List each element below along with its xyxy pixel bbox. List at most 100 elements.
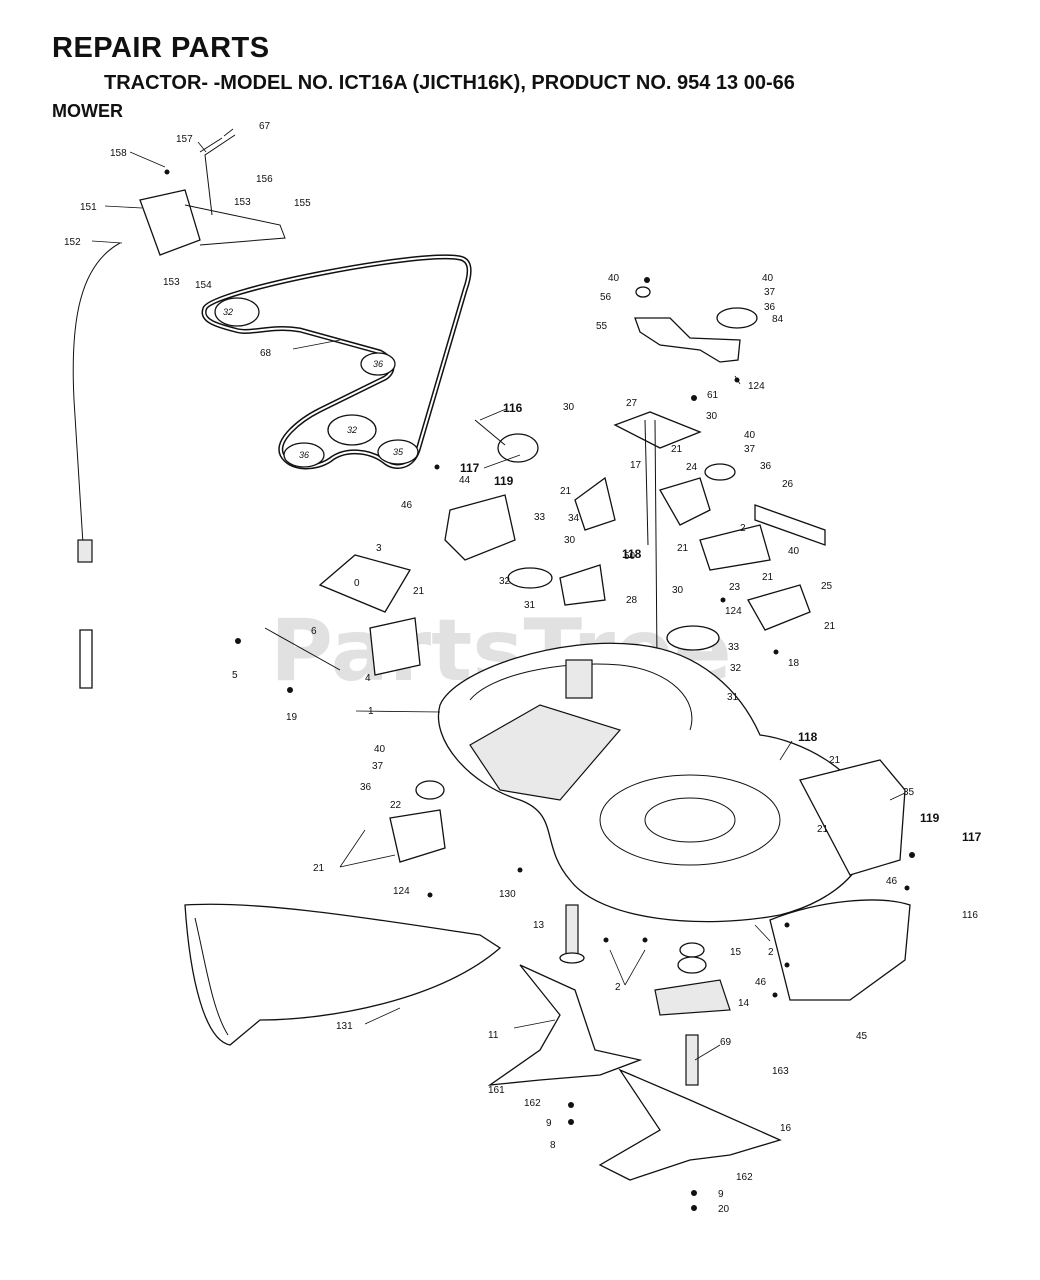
callout: 27: [626, 398, 638, 409]
upper-bracket-assembly: [613, 286, 826, 661]
callout: 84: [772, 314, 784, 325]
callout: 2: [615, 982, 621, 993]
callout: 34: [568, 513, 580, 524]
callout: 21: [677, 543, 689, 554]
fasteners: [164, 169, 915, 1211]
callout: 2: [740, 523, 746, 534]
callout: 1: [368, 706, 374, 717]
left-idler-group: [389, 780, 446, 863]
callout: 40: [374, 744, 386, 755]
callout: 157: [176, 134, 193, 145]
pulley-label: 32: [347, 425, 357, 435]
callout: 40: [762, 273, 774, 284]
belt-pulleys: 32 36 32 36 35: [214, 297, 419, 468]
callout: 24: [686, 462, 698, 473]
callout: 21: [413, 586, 425, 597]
callout: 32: [499, 576, 511, 587]
callout: 21: [762, 572, 774, 583]
pulley-label: 35: [393, 447, 404, 457]
callout: 21: [824, 621, 836, 632]
callout: 46: [755, 977, 767, 988]
callout: 158: [110, 148, 127, 159]
callout: 117: [962, 830, 982, 844]
callout: 2: [768, 947, 774, 958]
callout: 18: [788, 658, 800, 669]
callout: 40: [744, 430, 756, 441]
section-label: MOWER: [52, 101, 123, 121]
callout: 32: [730, 663, 742, 674]
callout: 30: [564, 535, 576, 546]
lift-lever-assembly: [72, 134, 286, 689]
callout: 118: [798, 730, 818, 744]
callout: 68: [260, 348, 272, 359]
callout: 21: [560, 486, 572, 497]
callout: 154: [195, 280, 212, 291]
callout: 31: [524, 600, 536, 611]
callout: 19: [286, 712, 298, 723]
callout: 117: [460, 461, 480, 475]
callout: 36: [760, 461, 772, 472]
callout: 23: [729, 582, 741, 593]
callout: 37: [372, 761, 384, 772]
callout: 4: [365, 673, 371, 684]
callout: 40: [788, 546, 800, 557]
callout: 119: [920, 811, 940, 825]
callout: 153: [234, 197, 251, 208]
callout: 17: [630, 460, 642, 471]
callout: 30: [563, 402, 575, 413]
callout: 35: [903, 787, 915, 798]
callout: 36: [764, 302, 776, 313]
callout: 25: [821, 581, 833, 592]
callout: 131: [336, 1021, 353, 1032]
callout: 161: [488, 1085, 505, 1096]
callout: 15: [730, 947, 742, 958]
callout: 152: [64, 237, 81, 248]
callout: 11: [488, 1030, 499, 1041]
callout: 9: [546, 1118, 552, 1129]
lift-brackets: [264, 554, 421, 676]
callout: 33: [534, 512, 546, 523]
callout: 26: [782, 479, 794, 490]
leader-lines: [91, 128, 906, 1061]
callout: 9: [718, 1189, 724, 1200]
callout: 5: [232, 670, 238, 681]
callout: 55: [596, 321, 608, 332]
idler-pulleys-left: [444, 419, 720, 651]
pulley-label: 36: [299, 450, 309, 460]
callout: 130: [499, 889, 516, 900]
callout: 163: [772, 1066, 789, 1077]
callout: 16: [780, 1123, 792, 1134]
callout: 14: [738, 998, 750, 1009]
callout: 153: [163, 277, 180, 288]
discharge-chute: [184, 903, 502, 1046]
callout: 21: [817, 824, 829, 835]
callout: 124: [748, 381, 765, 392]
callout: 33: [728, 642, 740, 653]
callout: 69: [720, 1037, 732, 1048]
callout: 50: [624, 551, 636, 562]
callout: 116: [503, 401, 523, 415]
callout: 8: [550, 1140, 556, 1151]
callout: 124: [393, 886, 410, 897]
callout: 155: [294, 198, 311, 209]
callout: 36: [360, 782, 372, 793]
drive-belt: [201, 254, 472, 470]
callout: 40: [608, 273, 620, 284]
callout: 162: [736, 1172, 753, 1183]
page-title: REPAIR PARTS: [52, 32, 270, 64]
callout: 67: [259, 121, 271, 132]
callout: 118: [622, 547, 642, 561]
callout: 21: [829, 755, 841, 766]
pulley-label: 32: [223, 307, 233, 317]
callout: 31: [727, 692, 739, 703]
callout: 156: [256, 174, 273, 185]
callout: 22: [390, 800, 402, 811]
callout: 13: [533, 920, 545, 931]
callout: 21: [671, 444, 683, 455]
mower-deck: [437, 642, 906, 923]
callout: 56: [600, 292, 612, 303]
callout: 30: [706, 411, 718, 422]
callout: 45: [856, 1031, 868, 1042]
callout: 119: [494, 474, 514, 488]
